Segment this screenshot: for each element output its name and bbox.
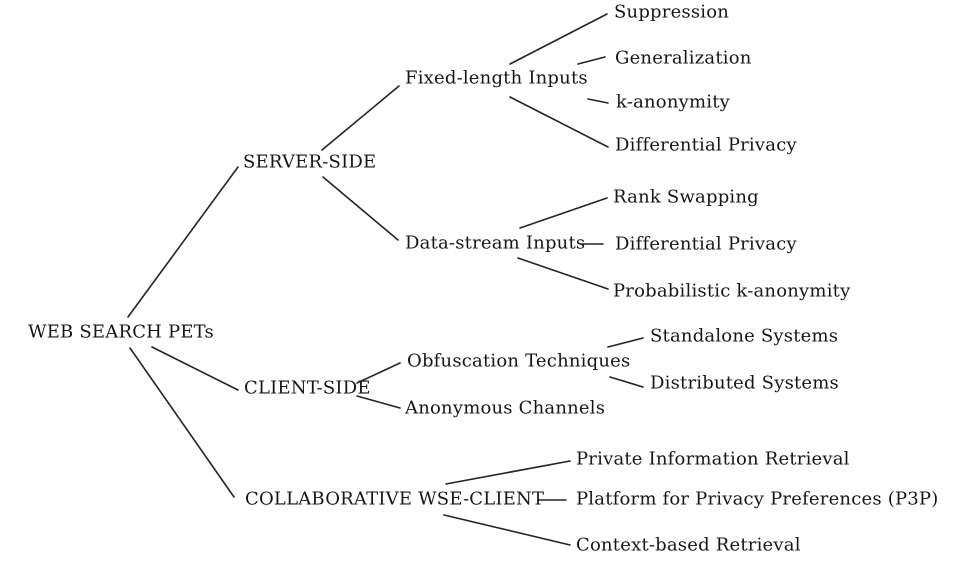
node-web-search-pets: WEB SEARCH PETs [28,321,214,343]
node-server-side: SERVER-SIDE [243,151,377,173]
edge-client-obfuscation [356,362,401,384]
node-data-stream-inputs: Data-stream Inputs [405,232,586,254]
edge-collab-context-based [443,514,571,546]
node-fixed-length-inputs: Fixed-length Inputs [405,67,588,89]
edge-root-collaborative [129,347,235,498]
node-probabilistic-k-anonymity: Probabilistic k-anonymity [613,280,851,302]
edge-server-fixed-length [321,85,400,151]
node-differential-privacy-stream: Differential Privacy [615,233,797,255]
edge-stream-rank-swapping [519,197,608,229]
node-platform-for-privacy-preferences: Platform for Privacy Preferences (P3P) [576,488,939,510]
edge-server-data-stream [322,176,399,241]
node-rank-swapping: Rank Swapping [613,186,759,208]
edge-stream-probabilistic [517,257,609,290]
edge-client-anonymous [356,395,401,409]
node-distributed-systems: Distributed Systems [650,372,839,394]
node-suppression: Suppression [614,1,730,23]
edge-root-server-side [127,166,239,318]
node-collaborative-wse-client: COLLABORATIVE WSE-CLIENT [245,488,545,510]
node-client-side: CLIENT-SIDE [244,377,371,399]
edge-obfuscation-standalone [607,337,644,348]
node-differential-privacy-fixed: Differential Privacy [615,134,797,156]
node-generalization: Generalization [615,47,752,69]
node-private-information-retrieval: Private Information Retrieval [576,448,850,470]
edge-fixed-suppression [509,13,608,65]
edge-fixed-differential-privacy [509,96,609,148]
node-anonymous-channels: Anonymous Channels [405,397,606,419]
node-obfuscation-techniques: Obfuscation Techniques [407,350,631,372]
edge-fixed-generalization [577,56,606,65]
edge-obfuscation-distributed [609,376,644,388]
edge-collab-private-information [445,460,571,485]
edge-fixed-k-anonymity [587,98,609,104]
edge-root-client-side [151,346,239,391]
node-k-anonymity: k-anonymity [616,91,731,113]
node-standalone-systems: Standalone Systems [650,325,839,347]
node-context-based-retrieval: Context-based Retrieval [576,534,801,556]
